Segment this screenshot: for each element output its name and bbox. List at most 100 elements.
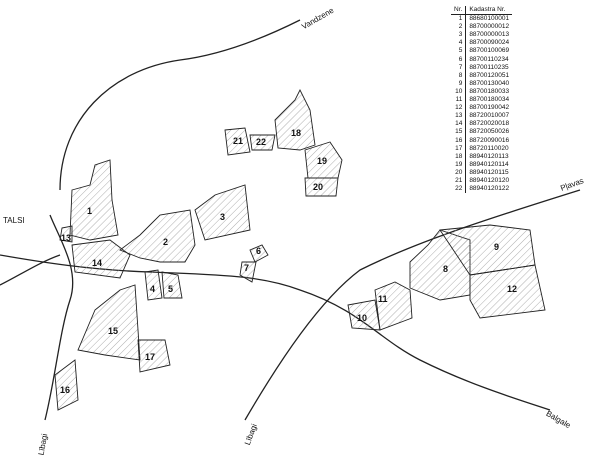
parcel-17 — [137, 339, 171, 373]
parcel-16 — [54, 359, 79, 411]
parcel-number: 22 — [451, 185, 467, 194]
parcel-label-22: 22 — [256, 137, 267, 147]
parcel-number: 18 — [451, 152, 467, 161]
parcel-number: 19 — [451, 160, 467, 169]
parcel-9 — [439, 224, 536, 276]
parcel-label-9: 9 — [494, 242, 500, 252]
cadastre-number: 88700110235 — [469, 63, 509, 71]
cadastre-number: 88940120115 — [469, 168, 509, 176]
cadastre-number: 88700090024 — [469, 39, 510, 47]
parcel-22 — [249, 134, 276, 151]
parcel-number: 15 — [451, 128, 467, 137]
parcel-number: 5 — [451, 47, 467, 56]
parcel-label-4: 4 — [150, 284, 156, 294]
parcel-number: 14 — [451, 120, 467, 129]
parcel-20 — [304, 177, 339, 197]
cadastre-number: 88940120122 — [469, 185, 510, 193]
parcel-13 — [59, 225, 73, 243]
parcels — [54, 88, 546, 411]
parcel-label-8: 8 — [443, 264, 449, 274]
parcel-number: 12 — [451, 104, 467, 113]
parcel-number: 13 — [451, 112, 467, 121]
parcel-7 — [239, 261, 257, 283]
parcel-number: 1 — [451, 14, 467, 24]
parcel-2 — [119, 209, 196, 263]
parcel-label-3: 3 — [220, 212, 226, 222]
parcel-label-21: 21 — [233, 136, 244, 146]
cadastre-number: 88700120051 — [469, 71, 510, 79]
road-talsi — [0, 254, 61, 286]
parcel-5 — [161, 271, 183, 299]
parcel-11 — [374, 281, 413, 331]
cadastre-number: 88720090016 — [469, 136, 510, 144]
parcel-label-17: 17 — [145, 352, 156, 362]
road-plavas — [244, 189, 581, 421]
parcel-label-18: 18 — [291, 128, 302, 138]
parcel-label-16: 16 — [60, 385, 71, 395]
road-vandzene — [59, 19, 301, 191]
cadastre-number: 88680100001 — [469, 15, 510, 23]
parcel-15 — [77, 284, 141, 361]
parcel-label-7: 7 — [244, 263, 250, 273]
cadastre-number: 88940120114 — [469, 160, 509, 168]
parcel-label-2: 2 — [163, 237, 169, 247]
parcel-number: 11 — [451, 96, 467, 105]
parcel-label-1: 1 — [87, 206, 93, 216]
road-libagi-left — [44, 214, 74, 421]
parcel-label-20: 20 — [313, 182, 324, 192]
cadastre-number: 88700180034 — [469, 96, 510, 104]
parcel-number: 10 — [451, 87, 467, 97]
town-label-talsi: TALSI — [3, 216, 25, 225]
parcel-number: 20 — [451, 168, 467, 177]
cadastre-number: 88700190042 — [469, 104, 510, 112]
parcel-number: 9 — [451, 79, 467, 88]
parcel-number: 21 — [451, 176, 467, 186]
parcel-21 — [224, 127, 251, 156]
cadastre-number: 88700180033 — [469, 87, 510, 95]
cadastre-number: 88940120120 — [469, 176, 510, 184]
parcel-number: 8 — [451, 71, 467, 80]
parcel-label-14: 14 — [92, 258, 103, 268]
cadastre-number: 88700130040 — [469, 79, 510, 87]
parcel-3 — [194, 184, 251, 241]
parcel-label-19: 19 — [317, 156, 328, 166]
parcel-label-11: 11 — [378, 294, 388, 304]
parcel-number: 4 — [451, 39, 467, 48]
parcel-label-5: 5 — [168, 284, 174, 294]
parcel-6 — [249, 244, 269, 263]
col-header-kadastra: Kadastra Nr. — [465, 6, 513, 16]
parcel-label-6: 6 — [256, 246, 262, 256]
col-header-nr: Nr. — [451, 6, 467, 16]
parcel-number: 7 — [451, 63, 467, 72]
parcel-18 — [274, 88, 316, 151]
cadastre-number: 88940120113 — [469, 152, 509, 160]
cadastre-number: 88720020018 — [469, 120, 510, 128]
cadastre-number: 88700000013 — [469, 31, 510, 39]
parcel-label-15: 15 — [108, 326, 119, 336]
cadastre-number: 88700000012 — [469, 23, 510, 31]
